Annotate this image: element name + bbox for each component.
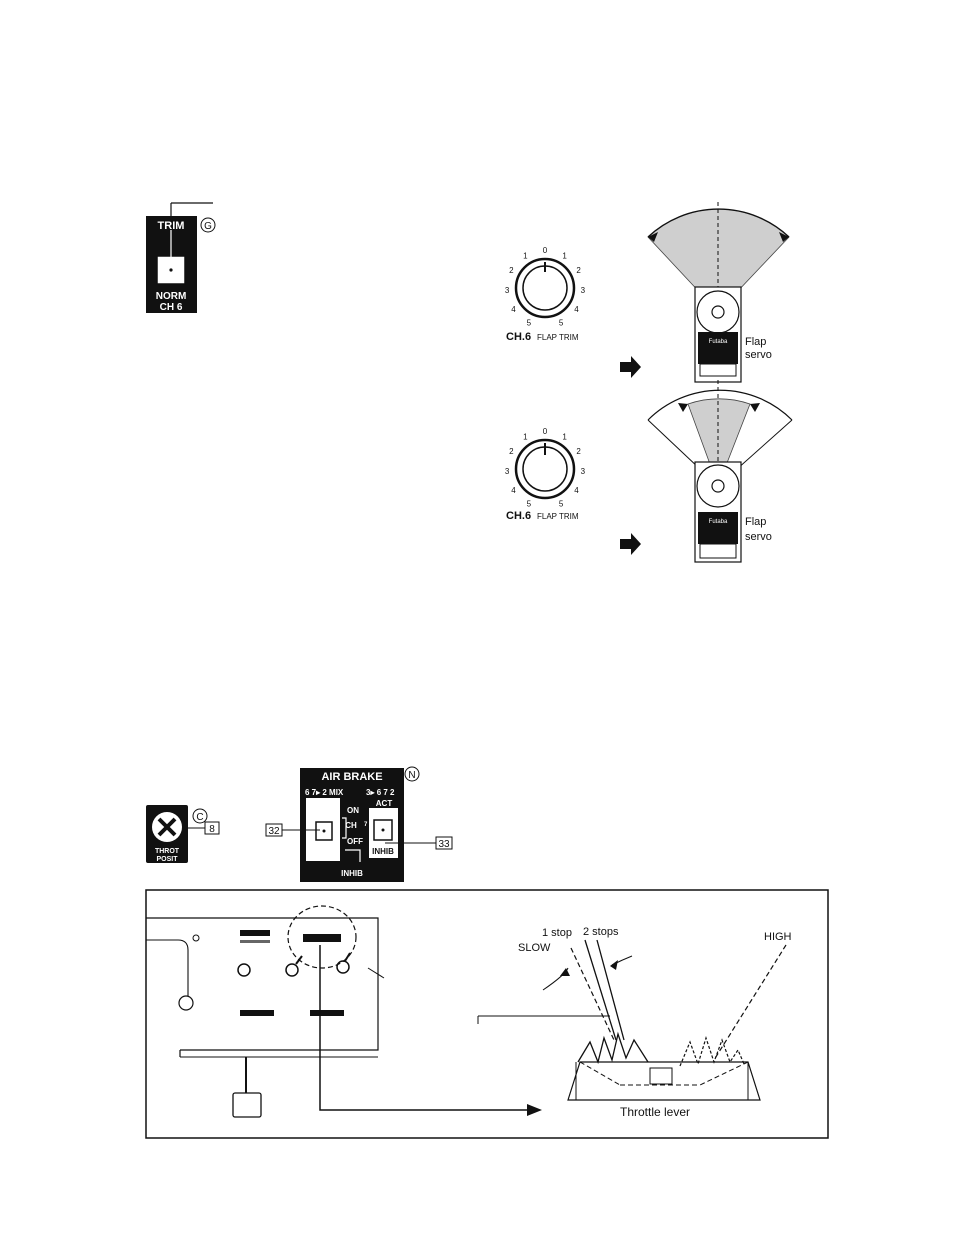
flap-trim-upper-scale-10: 5 — [559, 318, 564, 327]
flap-trim-lower-scale-4: 1 — [523, 432, 528, 441]
trim-switch-panel: TRIM NORM CH 6 G — [146, 202, 216, 313]
arrow-right-icon — [620, 533, 641, 555]
high-label: HIGH — [764, 931, 792, 943]
flap-trim-upper-scale-4: 1 — [523, 251, 528, 260]
norm-label: NORM — [156, 291, 187, 302]
servo-sweep-narrow — [687, 398, 751, 488]
air-brake-title: AIR BRAKE — [321, 771, 382, 783]
mix-label: 6 7▸ 2 MIX — [305, 788, 344, 797]
flap-trim-upper-scale-0: 5 — [527, 318, 532, 327]
flap-trim-lower-scale-0: 5 — [527, 499, 532, 508]
detail-circle — [287, 905, 357, 969]
ch-label: CH — [345, 821, 357, 830]
ch7-label: 7 — [364, 822, 368, 828]
flap-trim-lower-scale-10: 5 — [559, 499, 564, 508]
flap-trim-lower-scale-5: 0 — [543, 427, 548, 436]
flap-label-lower: Flap — [745, 516, 766, 528]
flap-trim-knob-upper[interactable] — [514, 257, 576, 319]
on-label: ON — [347, 806, 359, 815]
callout-n: N — [408, 770, 415, 781]
two-stops-label: 2 stops — [583, 926, 619, 938]
posit-label: POSIT — [156, 856, 178, 863]
inhib-left-label: INHIB — [341, 869, 363, 878]
leader-line — [319, 945, 530, 1111]
ch6-upper-label: CH.6 — [506, 331, 531, 343]
slow-label: SLOW — [518, 942, 551, 954]
flap-trim-upper-scale-5: 0 — [543, 246, 548, 255]
flap-trim-lower-label: FLAP TRIM — [537, 512, 579, 521]
off-label: OFF — [347, 837, 363, 846]
ref-33: 33 — [438, 839, 450, 850]
right-mix-label: 3▸ 6 7 2 — [366, 788, 395, 797]
svg-text:Futaba: Futaba — [709, 339, 728, 345]
throttle-gate-icon — [567, 1031, 761, 1101]
svg-text:Futaba: Futaba — [709, 519, 728, 525]
flap-servo-lower-icon: Futaba — [694, 461, 742, 563]
air-brake-panel: AIR BRAKE 6 7▸ 2 MIX 3▸ 6 7 2 ACT ON CH … — [265, 766, 453, 882]
flap-trim-knob-lower[interactable] — [514, 438, 576, 500]
flap-label-upper: Flap — [745, 336, 766, 348]
flap-trim-lower-scale-1: 4 — [511, 486, 516, 495]
flap-trim-upper-scale-6: 1 — [562, 251, 567, 260]
transmitter-icon — [146, 917, 385, 1118]
servo-label-upper: servo — [745, 349, 772, 361]
flap-trim-lower-scale-9: 4 — [574, 486, 579, 495]
throt-label: THROT — [155, 848, 180, 855]
throttle-diagram-box: 1 stop 2 stops SLOW HIGH Throttle lever — [145, 889, 829, 1139]
act-label: ACT — [376, 799, 393, 808]
inhib-right-label: INHIB — [372, 847, 394, 856]
flap-trim-lower-scale-6: 1 — [562, 432, 567, 441]
flap-trim-lower-scale-8: 3 — [581, 467, 586, 476]
servo-label-lower: servo — [745, 531, 772, 543]
throttle-position-panel: THROT POSIT C 8 — [146, 805, 220, 863]
flap-trim-upper-scale-1: 4 — [511, 305, 516, 314]
flap-trim-upper-label: FLAP TRIM — [537, 333, 579, 342]
ref-32: 32 — [268, 826, 280, 837]
arrow-right-icon — [527, 1104, 542, 1116]
flap-trim-lower-scale-7: 2 — [576, 447, 581, 456]
one-stop-label: 1 stop — [542, 927, 572, 939]
ref-8: 8 — [209, 824, 215, 835]
arrow-right-icon — [620, 356, 641, 378]
flap-trim-upper-scale-9: 4 — [574, 305, 579, 314]
ch6-lower-label: CH.6 — [506, 510, 531, 522]
flap-trim-upper-scale-2: 3 — [505, 286, 510, 295]
throttle-lever-label: Throttle lever — [620, 1105, 690, 1119]
flap-trim-upper-scale-3: 2 — [509, 266, 514, 275]
trim-label: TRIM — [158, 220, 185, 232]
flap-trim-upper-scale-7: 2 — [576, 266, 581, 275]
flap-trim-lower-scale-3: 2 — [509, 447, 514, 456]
flap-servo-upper-icon: Futaba — [694, 286, 742, 383]
flap-trim-upper-scale-8: 3 — [581, 286, 586, 295]
callout-c: C — [196, 812, 203, 823]
callout-g: G — [204, 221, 212, 232]
ch6-label: CH 6 — [160, 302, 183, 313]
flap-trim-lower-scale-2: 3 — [505, 467, 510, 476]
